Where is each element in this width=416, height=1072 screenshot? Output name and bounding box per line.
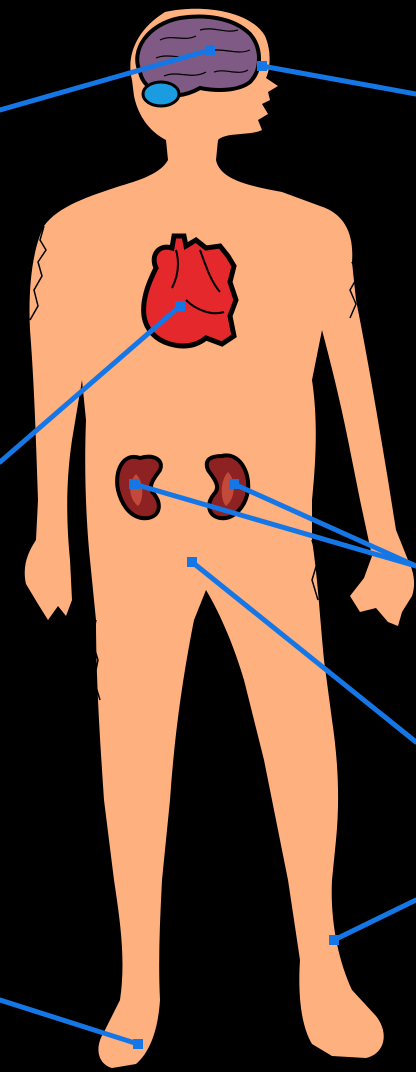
heart [144, 236, 236, 346]
foot-pointer-marker [133, 1039, 143, 1049]
eye-pointer-marker [257, 61, 267, 71]
brain-pointer-marker [205, 45, 215, 55]
groin-pointer-marker [187, 557, 197, 567]
shin-pointer-marker [329, 935, 339, 945]
heart-pointer-marker [175, 301, 185, 311]
cerebellum [143, 82, 179, 106]
kidney-right-pointer-marker [229, 479, 239, 489]
kidney-left-pointer-marker [129, 479, 139, 489]
